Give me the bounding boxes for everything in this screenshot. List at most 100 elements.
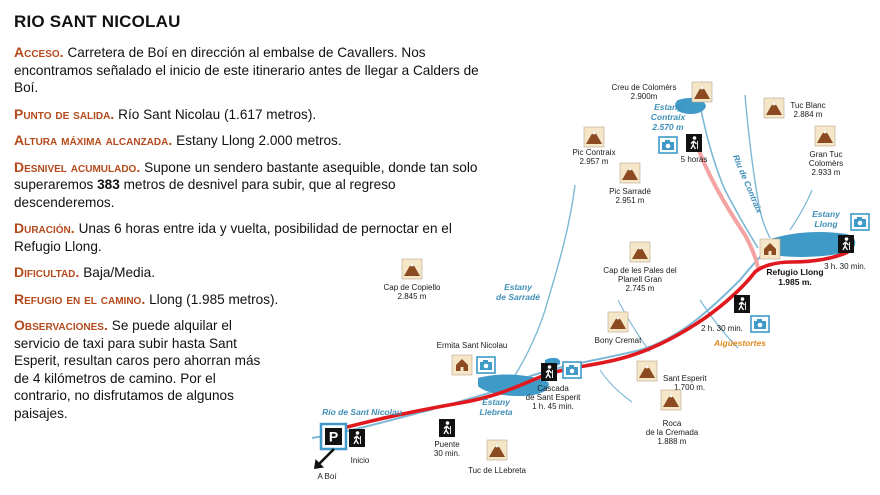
- peak-bony-name: Bony Cremat: [595, 336, 642, 345]
- hiker-3h-icon: [837, 234, 855, 254]
- info-panel: RIO SANT NICOLAU AccesoCarretera de Boí …: [14, 8, 484, 431]
- peak-tuc-llebreta-icon: [486, 439, 508, 461]
- info-text: metros de desnivel para subir, que al re…: [14, 177, 396, 210]
- peak-gran-tuc-name1: Gran Tuc: [810, 150, 843, 159]
- direction-arrow-icon: [317, 448, 335, 466]
- hiker-inicio-icon: [348, 428, 366, 448]
- peak-sarrade-alt: 2.951 m: [616, 196, 645, 205]
- info-label: Altura máxima alcanzada: [14, 132, 176, 148]
- info-text: Unas 6 horas entre ida y vuelta, posibil…: [14, 221, 452, 254]
- desnivel-value: 383: [97, 177, 120, 192]
- peak-copiello-name: Cap de Copiello: [384, 283, 441, 292]
- info-text: Se puede alquilar el servicio de taxi pa…: [14, 318, 261, 421]
- info-text: Llong (1.985 metros).: [149, 291, 279, 307]
- river-aiguestortes: [699, 299, 739, 349]
- peak-esperit-icon: [636, 360, 658, 382]
- peak-esperit-alt: 1.700 m.: [674, 383, 705, 392]
- peak-tuc-blanc-icon: [763, 97, 785, 119]
- riu-contraix-label: Riu de Contraix: [731, 153, 765, 216]
- branch-contraix-route: [696, 147, 760, 269]
- river-sant-nicolau-label: Río de Sant Nicolau: [322, 407, 403, 417]
- peak-sarrade-icon: [619, 162, 641, 184]
- peak-contraix-alt: 2.957 m: [580, 157, 609, 166]
- hiker-2h-icon: [733, 294, 751, 314]
- marker-2h-time: 2 h. 30 min.: [701, 324, 743, 333]
- info-label: Refugio en el camino: [14, 291, 149, 307]
- peak-colomers-icon: [691, 81, 713, 103]
- lake-llebreta-name2: Llebreta: [479, 407, 512, 417]
- lake-llebreta-name1: Estany: [482, 397, 511, 407]
- peak-pales-icon: [629, 241, 651, 263]
- info-text: Baja/Media.: [83, 265, 155, 280]
- peak-tuc-llebreta-name: Tuc de LLebreta: [468, 466, 527, 475]
- peak-roca-alt: 1.888 m: [658, 437, 687, 446]
- marker-5h-time: 5 horas: [681, 155, 708, 164]
- camera-contraix-icon: [658, 136, 678, 154]
- refugio-icon: [759, 238, 781, 260]
- ermita-camera-icon: [476, 356, 496, 374]
- river-contraix: [699, 104, 759, 249]
- river-tuc-blanc: [744, 94, 771, 239]
- lake-contraix-name1: Estany: [654, 102, 683, 112]
- lake-llong: [763, 232, 856, 257]
- puente-name: Puente: [434, 440, 460, 449]
- refugio-alt: 1.985 m.: [778, 277, 812, 287]
- cascada-name2: de Sant Esperit: [526, 393, 581, 402]
- info-refugio: Refugio en el caminoLlong (1.985 metros)…: [14, 291, 484, 309]
- a-boi-label: A Boí: [317, 472, 337, 481]
- parking-icon: P: [319, 422, 348, 451]
- peak-roca-name1: Roca: [663, 419, 682, 428]
- main-route: [335, 250, 849, 432]
- peak-roca-name2: de la Cremada: [646, 428, 699, 437]
- lake-llong-name2: Llong: [814, 219, 838, 229]
- peak-pales-name2: Planell Gran: [618, 275, 662, 284]
- ermita-label: Ermita Sant Nicolau: [437, 341, 508, 350]
- info-observaciones: ObservacionesSe puede alquilar el servic…: [14, 317, 274, 422]
- parking-letter: P: [329, 429, 338, 445]
- cascada-name1: Cascada: [537, 384, 569, 393]
- info-punto-salida: Punto de salidaRío Sant Nicolau (1.617 m…: [14, 106, 484, 124]
- lake-llong-name1: Estany: [812, 209, 841, 219]
- camera-llong-icon: [850, 213, 870, 231]
- river-roca: [599, 369, 633, 403]
- lake-contraix-alt: 2.570 m: [651, 122, 684, 132]
- peak-colomers-name: Creu de Colomèrs: [612, 83, 677, 92]
- camera-aiguestortes-icon: [750, 315, 770, 333]
- info-dificultad: DificultadBaja/Media.: [14, 264, 484, 282]
- ermita-icon: [451, 354, 473, 376]
- peak-tuc-blanc-alt: 2.884 m: [794, 110, 823, 119]
- info-label: Duración: [14, 220, 79, 236]
- peak-gran-tuc-name2: Colomèrs: [809, 159, 843, 168]
- info-altura-maxima: Altura máxima alcanzadaEstany Llong 2.00…: [14, 132, 484, 150]
- info-label: Desnivel acumulado: [14, 159, 144, 175]
- info-text: Supone un sendero bastante asequible, do…: [14, 159, 478, 193]
- puente-time: 30 min.: [434, 449, 460, 458]
- lake-sarrade-name2: de Sarradé: [496, 292, 540, 302]
- info-text: Río Sant Nicolau (1.617 metros).: [118, 106, 317, 122]
- info-text: Carretera de Boí en dirección al embalse…: [14, 45, 479, 95]
- page-title: RIO SANT NICOLAU: [14, 12, 181, 31]
- hiker-cascada-icon: [540, 362, 558, 382]
- peak-gran-tuc-alt: 2.933 m: [812, 168, 841, 177]
- refugio-name: Refugio Llong: [766, 267, 823, 277]
- info-label: Acceso: [14, 44, 67, 60]
- marker-3h-time: 3 h. 30 min.: [824, 262, 866, 271]
- peak-gran-tuc-icon: [814, 125, 836, 147]
- lake-sarrade-name1: Estany: [504, 282, 533, 292]
- hiker-puente-icon: [438, 418, 456, 438]
- info-label: Dificultad: [14, 264, 83, 280]
- aiguestortes-label: Aigüestortes: [713, 338, 766, 348]
- peak-pales-name1: Cap de les Pales del: [603, 266, 677, 275]
- hiker-5h-icon: [685, 133, 703, 153]
- peak-esperit-name: Sant Esperit: [663, 374, 707, 383]
- info-label: Punto de salida: [14, 106, 118, 122]
- peak-colomers-alt: 2.900m: [631, 92, 658, 101]
- peak-roca-icon: [660, 389, 682, 411]
- river-sarrade: [511, 184, 576, 381]
- arrow-head-icon: [314, 459, 324, 469]
- info-duracion: DuraciónUnas 6 horas entre ida y vuelta,…: [14, 220, 484, 255]
- peak-contraix-icon: [583, 126, 605, 148]
- cascada-time: 1 h. 45 min.: [532, 402, 574, 411]
- info-text: Estany Llong 2.000 metros.: [176, 133, 342, 148]
